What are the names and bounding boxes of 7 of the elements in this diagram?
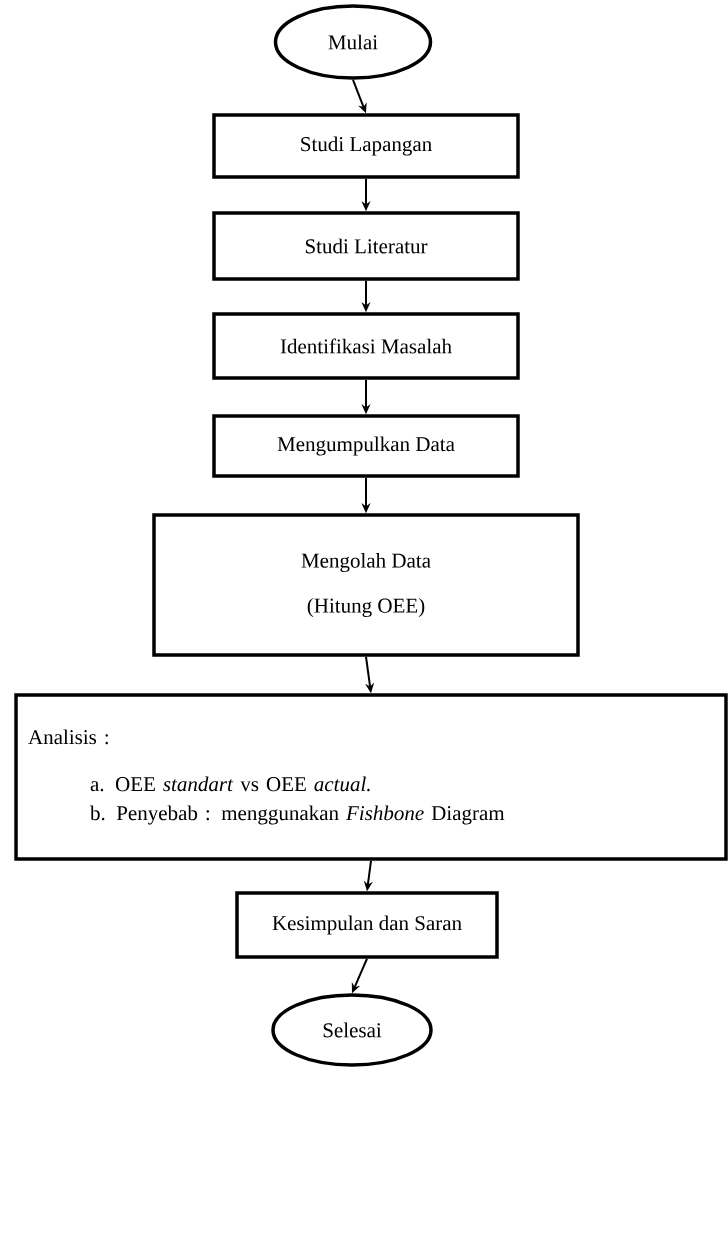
process-box: Analisis : a. OEE standart vs OEE actual. b. Penyebab : menggunakan Fishbone Diagram bbox=[14, 693, 728, 861]
process-box: Studi Literatur bbox=[212, 211, 520, 281]
process-box: Identifikasi Masalah bbox=[212, 312, 520, 380]
process-box: Kesimpulan dan Saran bbox=[235, 891, 499, 959]
process-box: Mengolah Data (Hitung OEE) bbox=[152, 513, 580, 657]
process-box: Studi Lapangan bbox=[212, 113, 520, 179]
process-box: Mengumpulkan Data bbox=[212, 414, 520, 478]
